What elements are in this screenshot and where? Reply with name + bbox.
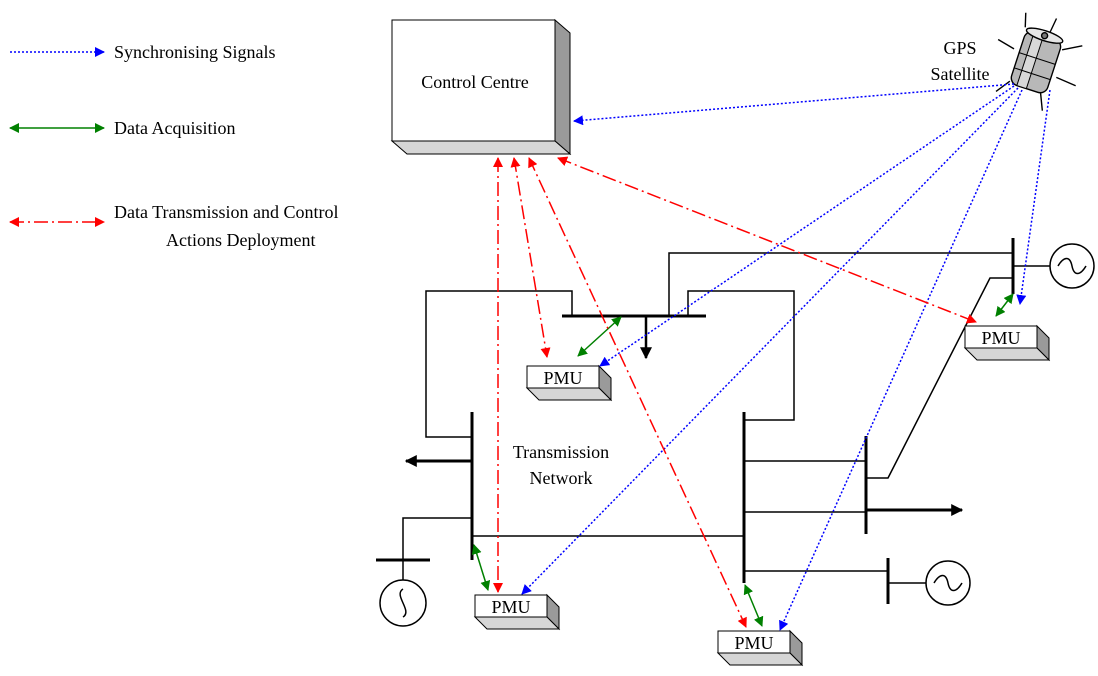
- legend-transmission-label-2: Actions Deployment: [166, 230, 315, 250]
- sync-to-control-centre: [573, 83, 1015, 126]
- pmu-top: PMU: [525, 364, 613, 402]
- satellite-icon: [995, 12, 1083, 111]
- network-label-1: Transmission: [513, 442, 609, 462]
- tx-pmu-right: [557, 156, 977, 324]
- sync-to-pmu-left: [521, 87, 1019, 595]
- sync-signals: [521, 83, 1051, 631]
- pmu-right: PMU: [963, 324, 1051, 362]
- acq-bottom: [743, 584, 764, 627]
- sync-to-pmu-bottom: [779, 89, 1023, 631]
- pmu-bottom: PMU: [716, 629, 804, 667]
- acq-right: [995, 293, 1014, 317]
- data-transmission: [493, 156, 977, 628]
- legend-transmission-label-1: Data Transmission and Control: [114, 202, 339, 222]
- network-label-2: Network: [530, 468, 593, 488]
- gps-satellite: GPS Satellite: [931, 12, 1083, 111]
- pmu-left-label: PMU: [491, 597, 530, 617]
- sync-to-pmu-right: [1016, 89, 1051, 305]
- pmu-bottom-label: PMU: [734, 633, 773, 653]
- legend-sync-label: Synchronising Signals: [114, 42, 276, 62]
- legend: Synchronising Signals Data Acquisition D…: [9, 42, 339, 250]
- legend-acquisition-label: Data Acquisition: [114, 118, 235, 138]
- tx-pmu-bottom: [528, 157, 747, 628]
- control-centre-label: Control Centre: [421, 72, 528, 92]
- sync-to-pmu-top: [599, 85, 1015, 367]
- pmu-top-label: PMU: [543, 368, 582, 388]
- transmission-network: [376, 238, 1095, 627]
- pmu-right-label: PMU: [981, 328, 1020, 348]
- acq-left: [471, 544, 491, 591]
- gps-label-2: Satellite: [931, 64, 990, 84]
- gps-label-1: GPS: [943, 38, 976, 58]
- acq-top: [577, 316, 622, 357]
- pmu-left: PMU: [473, 593, 561, 631]
- control-centre: Control Centre: [390, 18, 572, 156]
